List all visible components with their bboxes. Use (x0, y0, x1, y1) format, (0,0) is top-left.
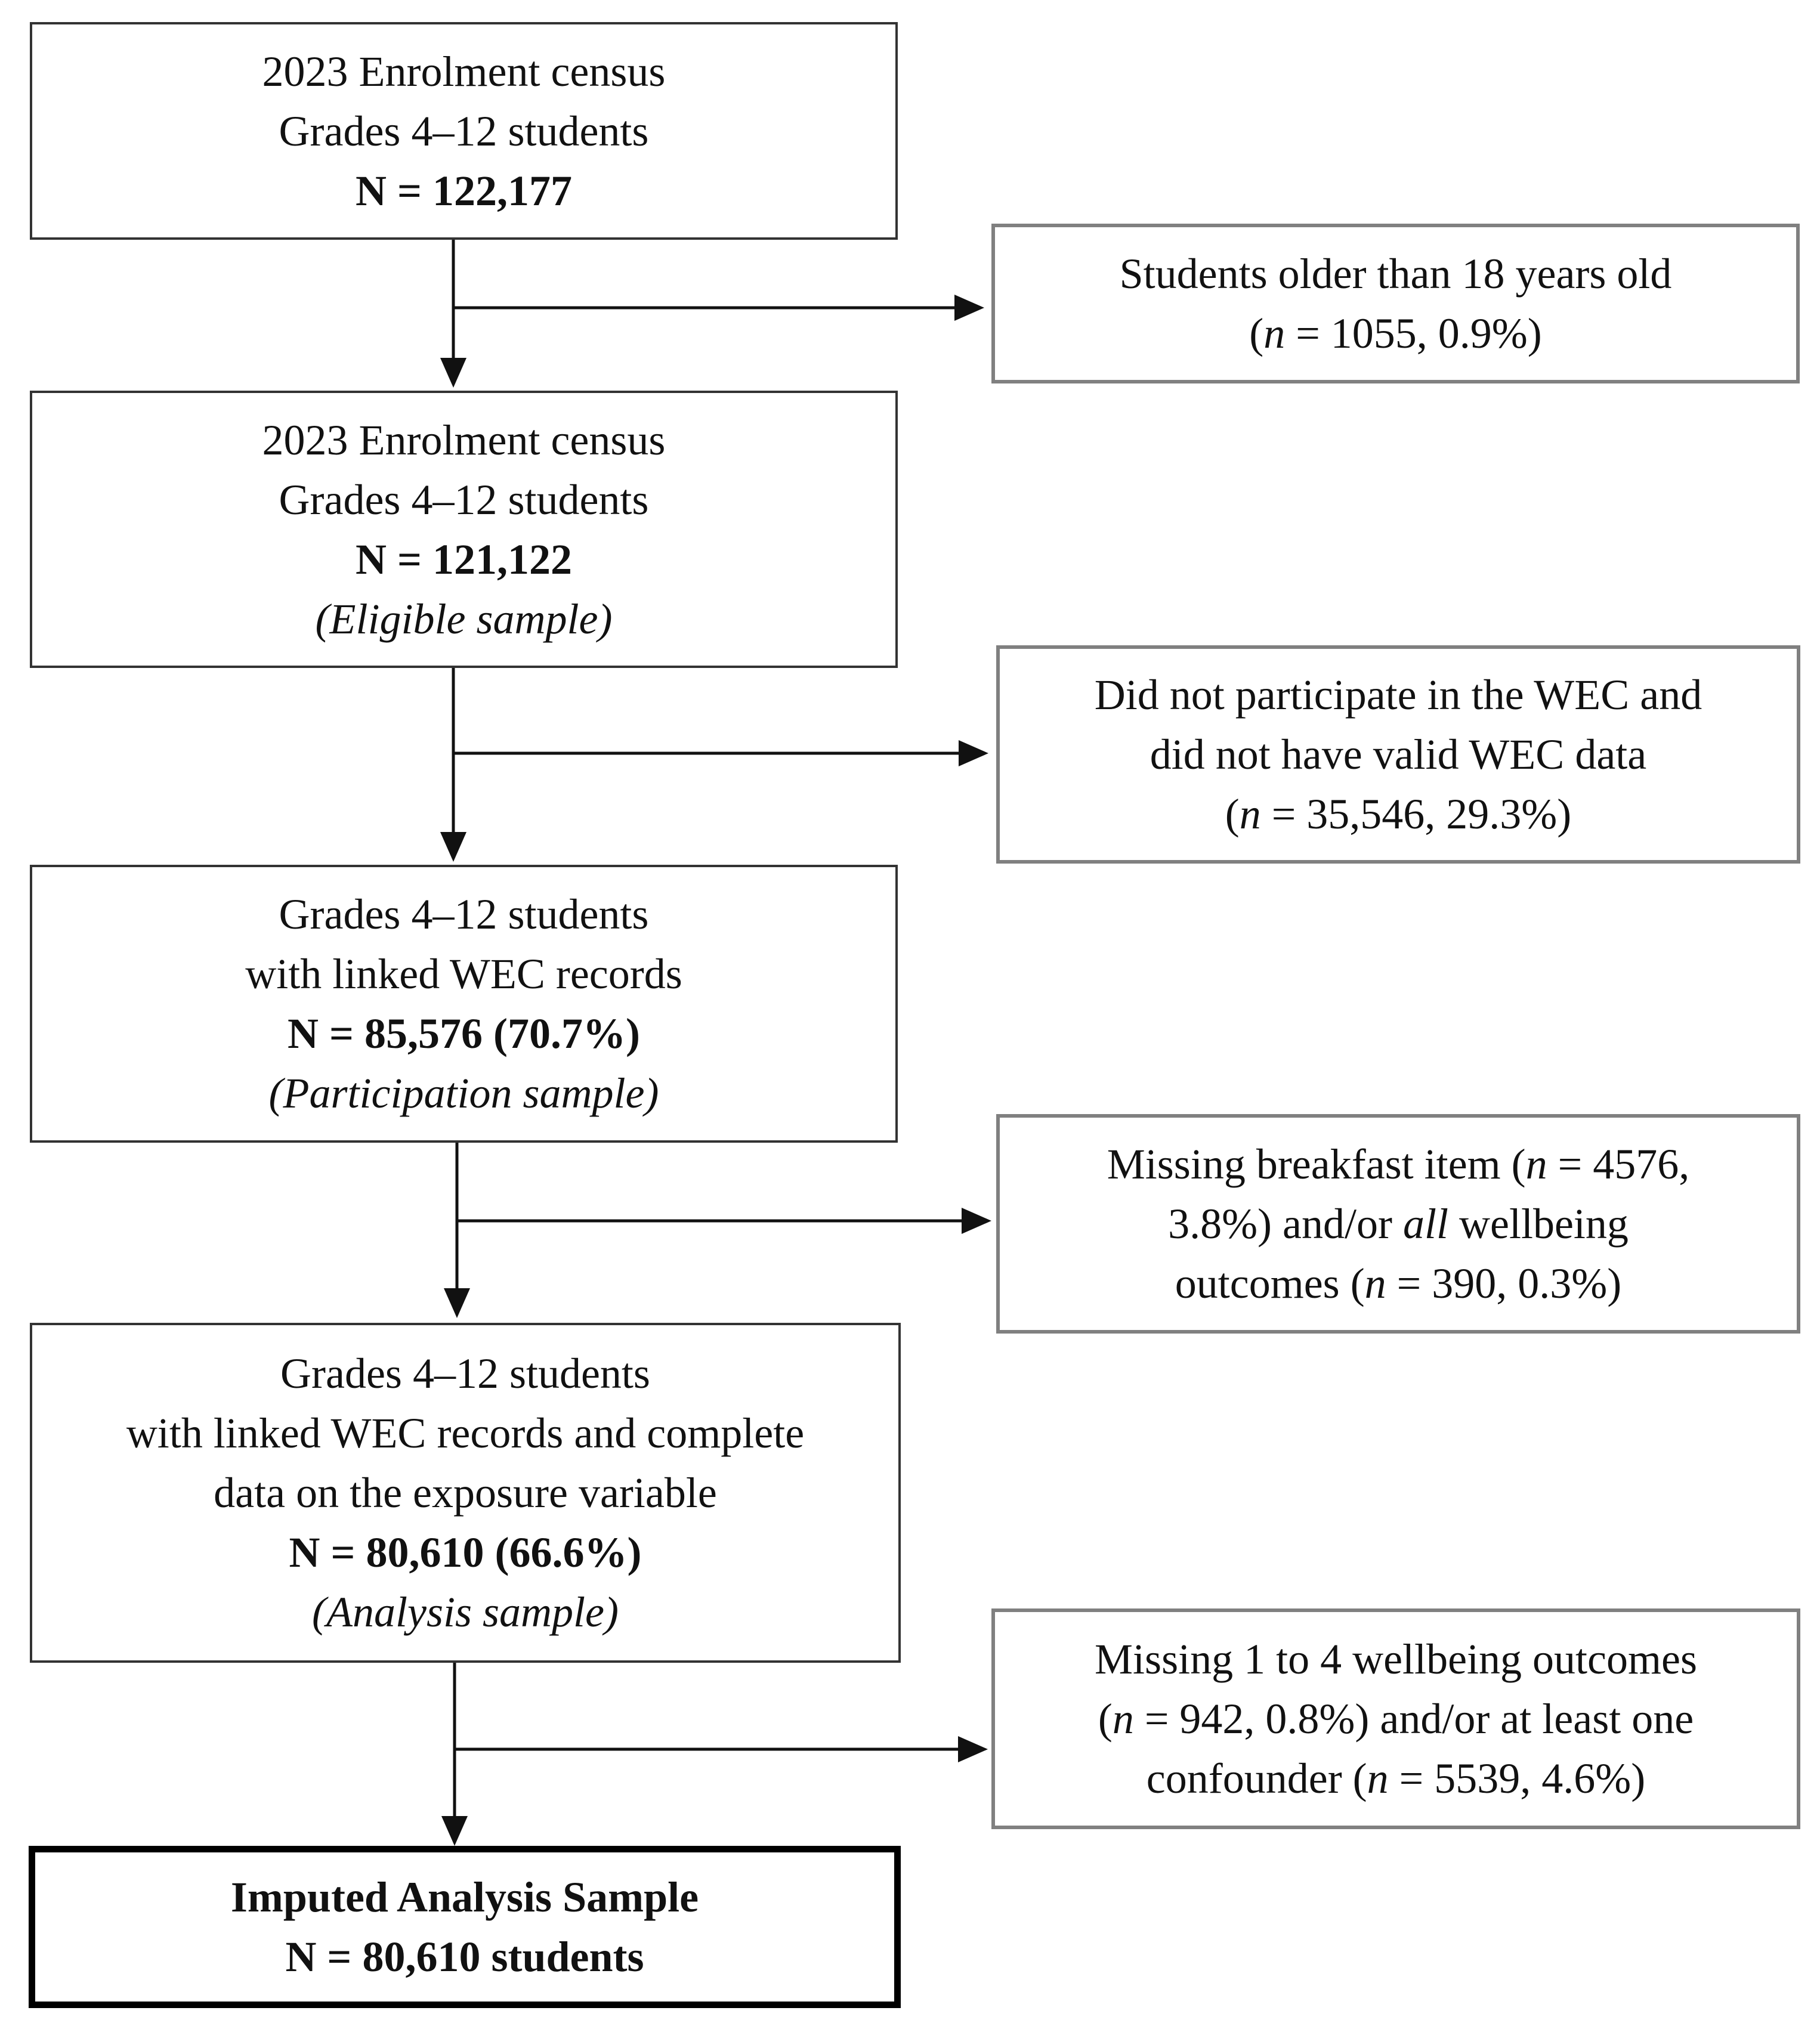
box-line: Grades 4–12 students (280, 1350, 650, 1397)
box-line: 3.8%) and/or all wellbeing (1168, 1200, 1629, 1248)
box-exclusion-missing-outcomes: Missing 1 to 4 wellbeing outcomes (n = 9… (991, 1608, 1800, 1829)
box-line: with linked WEC records and complete (126, 1409, 805, 1457)
box-line: data on the exposure variable (214, 1469, 717, 1517)
box-line: confounder (n = 5539, 4.6%) (1146, 1755, 1646, 1802)
arrowhead-exclusion-2 (959, 740, 988, 766)
box-count: N = 80,610 (66.6%) (289, 1529, 642, 1576)
box-exclusion-age: Students older than 18 years old (n = 10… (991, 224, 1800, 383)
box-sample-label: (Analysis sample) (312, 1588, 619, 1636)
box-line: Grades 4–12 students (279, 107, 649, 155)
box-count: N = 121,122 (355, 535, 573, 583)
box-sample-label: (Eligible sample) (315, 595, 613, 643)
box-exclusion-missing-breakfast: Missing breakfast item (n = 4576, 3.8%) … (996, 1114, 1800, 1334)
arrowhead-exclusion-1 (954, 295, 984, 321)
box-sample-label: (Participation sample) (268, 1069, 659, 1117)
arrowhead-main-3 (444, 1288, 470, 1318)
box-line: (n = 942, 0.8%) and/or at least one (1098, 1695, 1694, 1743)
arrowhead-main-2 (440, 832, 466, 862)
box-line: Missing 1 to 4 wellbeing outcomes (1095, 1635, 1697, 1683)
box-eligible-sample: 2023 Enrolment census Grades 4–12 studen… (30, 391, 898, 668)
box-line: 2023 Enrolment census (262, 47, 666, 95)
box-line: Grades 4–12 students (279, 475, 649, 524)
box-analysis-sample: Grades 4–12 students with linked WEC rec… (30, 1323, 901, 1663)
box-exclusion-wec: Did not participate in the WEC and did n… (996, 645, 1800, 864)
arrowhead-exclusion-3 (962, 1208, 991, 1234)
box-line: outcomes (n = 390, 0.3%) (1175, 1260, 1622, 1307)
box-line: Grades 4–12 students (279, 890, 649, 938)
box-line: Students older than 18 years old (1119, 250, 1672, 298)
box-count: (n = 35,546, 29.3%) (1225, 790, 1572, 838)
box-line: Did not participate in the WEC and (1094, 671, 1702, 719)
box-enrolment-census: 2023 Enrolment census Grades 4–12 studen… (30, 22, 898, 240)
box-count: N = 85,576 (70.7%) (288, 1010, 640, 1057)
arrowhead-exclusion-4 (958, 1736, 988, 1762)
arrowhead-main-1 (440, 358, 466, 388)
box-line: Missing breakfast item (n = 4576, (1107, 1140, 1690, 1188)
box-count: (n = 1055, 0.9%) (1249, 310, 1542, 357)
box-line: with linked WEC records (245, 950, 682, 998)
box-participation-sample: Grades 4–12 students with linked WEC rec… (30, 865, 898, 1143)
arrowhead-main-4 (441, 1816, 468, 1846)
box-line: did not have valid WEC data (1150, 731, 1647, 778)
box-title: Imputed Analysis Sample (230, 1873, 699, 1921)
box-count: N = 122,177 (355, 166, 573, 215)
box-count: N = 80,610 students (285, 1933, 644, 1981)
box-imputed-analysis-sample: Imputed Analysis Sample N = 80,610 stude… (29, 1846, 901, 2008)
box-line: 2023 Enrolment census (262, 416, 666, 464)
